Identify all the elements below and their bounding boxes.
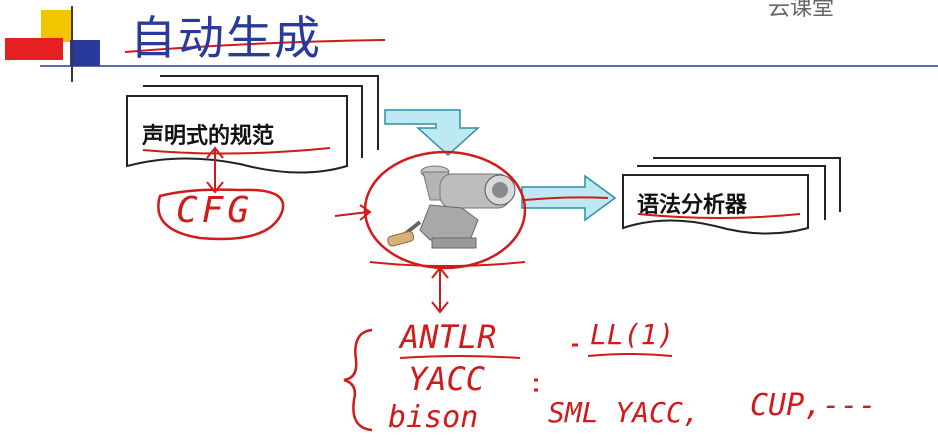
meat-grinder-icon [387,165,516,249]
input-doc-label: 声明式的规范 [142,124,275,149]
red-bar-decor [5,38,63,60]
tool-sml-yacc: SML YACC, [548,396,700,429]
cfg-handwriting: CFG [176,190,254,231]
tool-cup: CUP,--- [750,388,877,423]
output-doc-label: 语法分析器 [637,193,748,218]
blue-square-decor [70,40,100,66]
tool-bison: bison [388,400,479,435]
grinder-circle-ink [363,150,527,270]
input-arrow [384,109,480,157]
yellow-square-decor [41,10,71,42]
tool-yacc: YACC [408,360,486,398]
cfg-circle-ink [157,188,285,241]
arrow-ink [524,196,609,201]
input-underline-ink [142,147,331,155]
title-underline-ink [124,39,386,53]
tool-antlr-note: LL(1) [590,318,675,351]
slide-title: 自动生成 [130,11,322,65]
output-underline-ink [637,213,801,219]
watermark-text: 云课堂 [768,0,835,21]
output-doc-stack [622,157,841,235]
tool-brace-ink [343,328,373,432]
tool-antlr: ANTLR [400,318,497,356]
